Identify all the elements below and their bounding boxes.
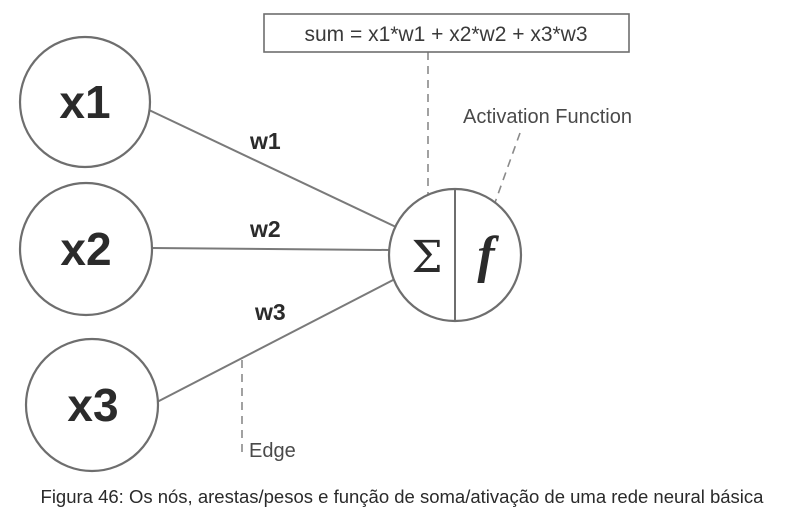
- formula-box: [263, 13, 630, 53]
- input-node-x3: [24, 337, 160, 473]
- weight-label-w2: w2: [249, 216, 281, 242]
- summation-symbol: Σ: [411, 232, 442, 283]
- input-node-x1: [18, 35, 152, 169]
- sum-formula: sum = x1*w1 + x2*w2 + x3*w3: [304, 23, 587, 46]
- edge-x2: [151, 247, 390, 251]
- activation-function-label: Activation Function: [463, 106, 632, 128]
- edge-label: Edge: [249, 440, 296, 462]
- input-label-x2: x2: [60, 223, 111, 275]
- figure-caption: Figura 46: Os nós, arestas/pesos e funçã…: [40, 486, 764, 507]
- weight-label-w1: w1: [249, 128, 281, 154]
- input-node-x2: [18, 181, 154, 317]
- edge-x1: [148, 109, 397, 228]
- weight-label-w3: w3: [254, 299, 286, 325]
- input-label-x3: x3: [67, 379, 118, 431]
- activation-function-symbol: f: [477, 227, 499, 284]
- input-label-x1: x1: [59, 76, 110, 128]
- activation-leader-line: [487, 132, 521, 223]
- edge-x3: [156, 278, 396, 403]
